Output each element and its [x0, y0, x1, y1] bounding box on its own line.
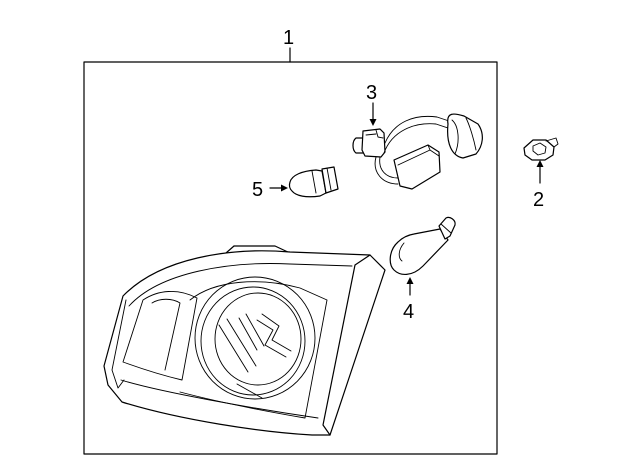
bulb-part [389, 216, 456, 275]
arrow-3 [369, 119, 377, 126]
screw-part [523, 137, 559, 161]
callout-3: 3 [366, 82, 377, 104]
arrow-2 [536, 160, 544, 167]
arrow-4 [406, 277, 414, 284]
callout-5: 5 [252, 179, 263, 201]
callout-1: 1 [283, 27, 294, 49]
callout-4: 4 [403, 301, 414, 323]
lamp-housing-part [103, 245, 386, 436]
callout-2: 2 [533, 189, 544, 211]
socket-harness-part [352, 113, 483, 190]
arrow-5 [281, 184, 288, 192]
wedge-bulb-part [288, 166, 339, 198]
